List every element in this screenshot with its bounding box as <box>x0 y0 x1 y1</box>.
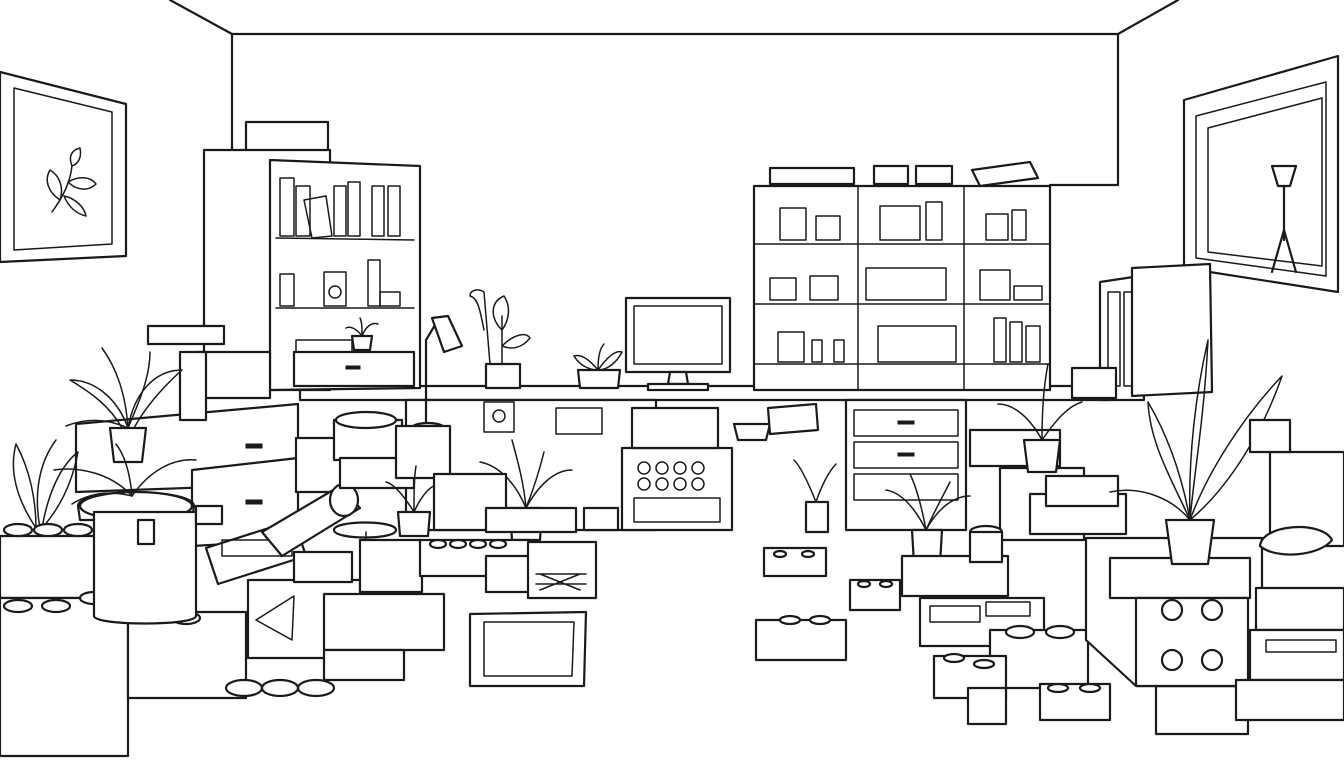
large-plant-right <box>1110 340 1282 564</box>
leaf-sprig-icon <box>47 148 96 216</box>
potted-plant-right-back <box>998 364 1082 472</box>
center-left-clutter <box>206 412 450 658</box>
room-walls <box>170 0 1178 185</box>
large-drum <box>94 506 222 624</box>
large-plant-left <box>66 348 182 462</box>
toy-bricks-center-right <box>756 548 900 660</box>
small-plant-on-shelf <box>346 318 378 350</box>
computer-monitor <box>626 298 730 390</box>
small-plant-on-counter <box>574 344 622 388</box>
right-side-clutter <box>902 264 1248 734</box>
small-plant-center-left <box>386 466 440 536</box>
tall-plant-on-counter <box>470 290 530 388</box>
window <box>1184 56 1338 292</box>
small-plant-near-drawers <box>794 460 836 532</box>
back-oven <box>622 404 818 530</box>
far-right-clutter <box>1236 420 1344 720</box>
right-shelving-unit <box>754 162 1050 390</box>
floor-lamp <box>1272 166 1296 272</box>
large-brick-right <box>1086 538 1262 686</box>
left-bookshelf <box>204 122 420 390</box>
framed-leaf-picture <box>0 72 126 262</box>
tall-leaf-plant-far-left <box>13 440 78 528</box>
toy-bricks-center <box>226 474 618 696</box>
